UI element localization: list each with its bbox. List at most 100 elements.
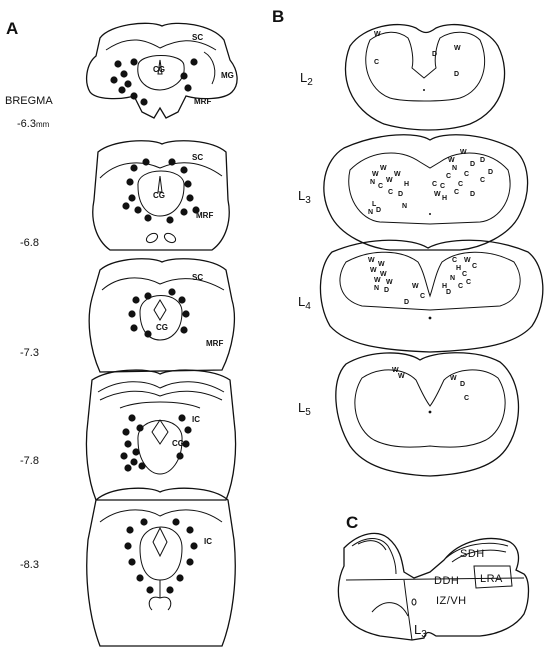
structure-label-sc: SC [192, 153, 203, 162]
svg-text:N: N [368, 209, 373, 216]
svg-text:C: C [420, 293, 425, 300]
svg-text:W: W [368, 257, 375, 264]
segment-label-c: L3 [414, 622, 427, 640]
svg-text:W: W [460, 149, 467, 156]
svg-text:C: C [472, 263, 477, 270]
svg-text:C: C [454, 189, 459, 196]
brainstem-section-4: IC CG -7.8 [20, 370, 236, 500]
structure-label-cg: CG [153, 65, 165, 74]
structure-label-ic: IC [192, 415, 200, 424]
svg-text:D: D [432, 51, 437, 58]
svg-text:W: W [412, 283, 419, 290]
svg-text:D: D [470, 191, 475, 198]
svg-text:W: W [434, 191, 441, 198]
svg-text:C: C [446, 173, 451, 180]
svg-text:W: W [372, 171, 379, 178]
level-label-3: -7.3 [20, 347, 39, 359]
svg-text:W: W [378, 261, 385, 268]
svg-text:C: C [458, 283, 463, 290]
panel-a: BREGMA SC CG MG MRF -6.3mm [5, 23, 237, 646]
region-label-lra: LRA [480, 573, 503, 585]
structure-label-ic: IC [204, 537, 212, 546]
svg-text:C: C [452, 257, 457, 264]
structure-label-cg: CG [153, 191, 165, 200]
svg-text:D: D [404, 299, 409, 306]
svg-text:D: D [454, 71, 459, 78]
svg-text:W: W [370, 267, 377, 274]
structure-label-mg: MG [221, 71, 234, 80]
svg-text:C: C [388, 189, 393, 196]
svg-text:W: W [448, 157, 455, 164]
svg-text:W: W [450, 375, 457, 382]
segment-label-l3: L3 [298, 188, 311, 206]
svg-text:C: C [466, 279, 471, 286]
marker-group: W C D W D [374, 31, 461, 78]
svg-text:D: D [488, 169, 493, 176]
level-label-1: -6.3mm [17, 118, 50, 130]
structure-label-sc: SC [192, 33, 203, 42]
svg-text:N: N [370, 179, 375, 186]
brainstem-section-2: SC CG MRF -6.8 [20, 141, 229, 250]
svg-text:C: C [464, 171, 469, 178]
svg-text:D: D [398, 191, 403, 198]
svg-text:D: D [384, 287, 389, 294]
svg-text:C: C [480, 177, 485, 184]
svg-text:C: C [378, 183, 383, 190]
segment-label-l2: L2 [300, 70, 313, 88]
svg-text:W: W [394, 171, 401, 178]
svg-text:W: W [374, 277, 381, 284]
svg-text:W: W [374, 31, 381, 38]
svg-text:N: N [452, 165, 457, 172]
spinal-segment-l2: W C D W D L2 [300, 25, 505, 130]
panel-c: SDH DDH LRA IZ/VH L3 [338, 533, 528, 640]
svg-text:C: C [374, 59, 379, 66]
panel-label-b: B [272, 7, 284, 26]
svg-text:D: D [376, 207, 381, 214]
structure-label-sc: SC [192, 273, 203, 282]
level-label-4: -7.8 [20, 455, 39, 467]
brainstem-section-3: SC CG MRF -7.3 [20, 259, 234, 372]
svg-text:D: D [470, 161, 475, 168]
panel-label-c: C [346, 513, 358, 532]
segment-label-l5: L5 [298, 400, 311, 418]
svg-text:N: N [374, 285, 379, 292]
bregma-label: BREGMA [5, 95, 53, 107]
svg-text:W: W [386, 177, 393, 184]
structure-label-mrf: MRF [194, 97, 211, 106]
svg-text:W: W [464, 257, 471, 264]
svg-text:W: W [454, 45, 461, 52]
svg-text:H: H [456, 265, 461, 272]
panel-label-a: A [6, 19, 18, 38]
svg-text:N: N [450, 275, 455, 282]
svg-text:N: N [402, 203, 407, 210]
svg-text:C: C [462, 271, 467, 278]
svg-text:C: C [464, 395, 469, 402]
svg-text:W: W [380, 165, 387, 172]
svg-text:H: H [404, 181, 409, 188]
segment-label-l4: L4 [298, 294, 311, 312]
structure-label-mrf: MRF [206, 339, 223, 348]
structure-label-mrf: MRF [196, 211, 213, 220]
level-label-2: -6.8 [20, 237, 39, 249]
svg-text:W: W [386, 279, 393, 286]
svg-text:D: D [480, 157, 485, 164]
svg-text:C: C [432, 181, 437, 188]
brainstem-section-1: SC CG MG MRF -6.3mm [17, 23, 237, 130]
structure-label-cg: CG [172, 439, 184, 448]
marker-group: WWN CWW CDH NLD NWW NCC CWH CCD DCD DC [368, 149, 493, 216]
region-label-iz-vh: IZ/VH [436, 595, 467, 607]
svg-text:D: D [446, 289, 451, 296]
level-label-5: -8.3 [20, 559, 39, 571]
structure-label-cg: CG [156, 323, 168, 332]
svg-text:C: C [458, 181, 463, 188]
svg-text:W: W [398, 373, 405, 380]
region-label-ddh: DDH [434, 575, 459, 587]
svg-text:W: W [380, 271, 387, 278]
svg-text:H: H [442, 195, 447, 202]
region-label-sdh: SDH [460, 548, 485, 560]
